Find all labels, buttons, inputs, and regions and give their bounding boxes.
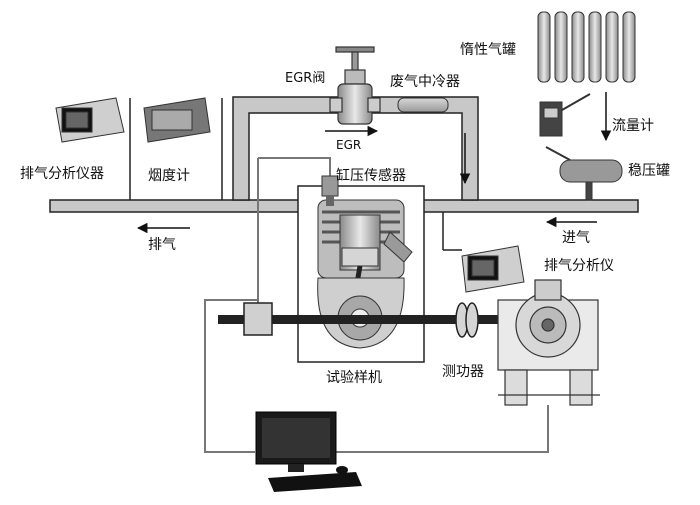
drive-shaft xyxy=(218,302,498,338)
smoke-meter-icon xyxy=(143,97,211,143)
left-exhaust-analyzer-label: 排气分析仪器 xyxy=(20,166,104,182)
surge-tank-label: 稳压罐 xyxy=(628,163,670,179)
test-engine-label: 试验样机 xyxy=(326,370,382,386)
inert-gas-tank-label: 惰性气罐 xyxy=(460,42,516,58)
surge-tank-icon xyxy=(545,146,623,201)
left-exhaust-analyzer-icon xyxy=(55,97,125,143)
egr-valve-label: EGR阀 xyxy=(285,71,325,86)
egr-flow-label: EGR xyxy=(336,138,361,152)
egr-valve-icon xyxy=(329,46,381,125)
flow-meter-label: 流量计 xyxy=(612,118,654,134)
instrument-lines xyxy=(129,98,462,251)
inert-gas-cylinders-icon xyxy=(537,11,636,83)
intercooler-icon xyxy=(397,97,449,113)
cylinder-pressure-sensor-icon xyxy=(321,175,339,206)
signal-lines xyxy=(204,157,549,453)
smoke-meter-label: 烟度计 xyxy=(148,168,190,184)
dynamometer-label: 测功器 xyxy=(442,364,484,380)
flow-meter-icon xyxy=(539,93,591,137)
dynamometer-icon xyxy=(497,279,600,406)
intercooler-label: 废气中冷器 xyxy=(390,74,460,90)
egr-loop-pipe xyxy=(232,96,479,201)
exhaust-label: 排气 xyxy=(148,237,176,253)
right-exhaust-analyzer-icon xyxy=(461,245,525,293)
computer-icon xyxy=(255,411,362,492)
intake-label: 进气 xyxy=(562,230,590,246)
right-exhaust-analyzer-label: 排气分析仪 xyxy=(544,258,614,274)
cylinder-pressure-sensor-label: 缸压传感器 xyxy=(336,167,406,184)
